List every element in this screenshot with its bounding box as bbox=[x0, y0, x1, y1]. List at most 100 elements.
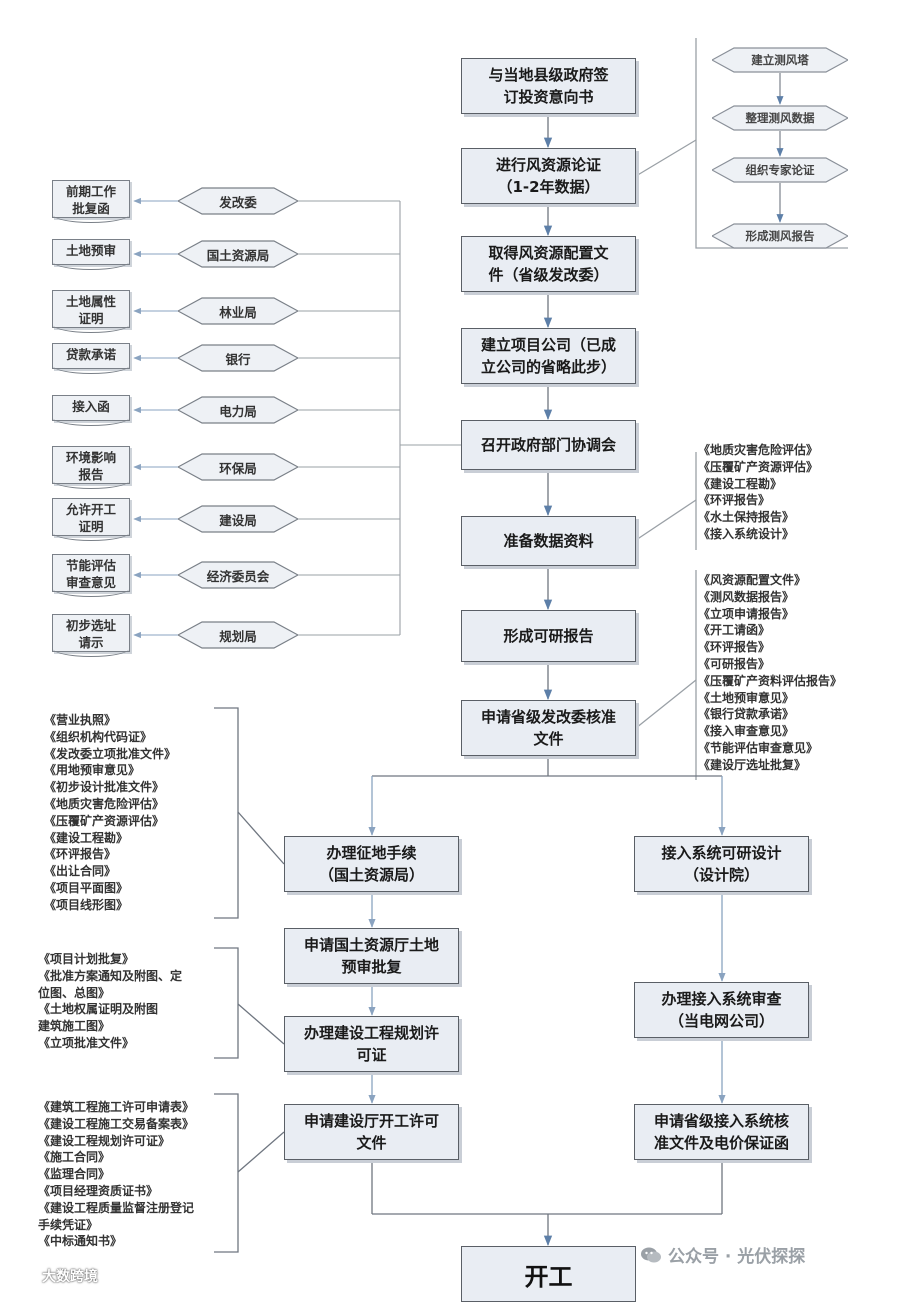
list-item: 《风资源配置文件》 bbox=[698, 573, 807, 587]
department-document: 贷款承诺 bbox=[52, 343, 130, 374]
data-prep-list: 《地质灾害危险评估》《压覆矿产资源评估》《建设工程勘》《环评报告》《水土保持报告… bbox=[698, 442, 818, 543]
department-diamond: 发改委 bbox=[178, 187, 298, 215]
department-label: 规划局 bbox=[219, 628, 257, 644]
land-bracket bbox=[214, 707, 239, 919]
list-item: 《监理合同》 bbox=[38, 1167, 111, 1182]
permit-bracket bbox=[214, 1093, 239, 1253]
step-grid-design: 接入系统可研设计 （设计院） bbox=[634, 836, 809, 892]
list-item: 《建设工程勘》 bbox=[698, 476, 783, 491]
approval-link bbox=[635, 679, 697, 729]
list-item: 《可研报告》 bbox=[698, 656, 771, 671]
watermark-right: 公众号 · 光伏探探 bbox=[640, 1242, 805, 1267]
department-label: 电力局 bbox=[219, 403, 257, 419]
department-document: 土地预审 bbox=[52, 239, 130, 270]
department-diamond: 建设局 bbox=[178, 505, 298, 533]
step-land-acquisition: 办理征地手续 （国土资源局） bbox=[284, 836, 459, 892]
department-label: 林业局 bbox=[219, 304, 257, 320]
list-item: 《地质灾害危险评估》 bbox=[44, 796, 165, 811]
list-item: 《建设工程规划许可证》 bbox=[38, 1133, 171, 1148]
list-item: 《初步设计批准文件》 bbox=[44, 780, 165, 795]
list-item: 位图、总图》 bbox=[38, 985, 111, 1000]
department-diamond: 林业局 bbox=[178, 297, 298, 325]
step-sign-intent: 与当地县级政府签 订投资意向书 bbox=[461, 58, 636, 114]
wind-substep-diamond: 建立测风塔 bbox=[712, 47, 848, 73]
wind-substep-label: 建立测风塔 bbox=[751, 53, 809, 67]
step-wind-resource: 进行风资源论证 （1-2年数据） bbox=[461, 148, 636, 204]
step-feasibility-report: 形成可研报告 bbox=[461, 610, 636, 662]
list-item: 《地质灾害危险评估》 bbox=[698, 443, 819, 457]
step-coordination-meeting: 召开政府部门协调会 bbox=[461, 420, 636, 470]
wind-substep-diamond: 整理测风数据 bbox=[712, 105, 848, 131]
watermark-left: 大数跨境 bbox=[6, 1266, 98, 1286]
department-label: 国土资源局 bbox=[206, 247, 270, 263]
approval-list: 《风资源配置文件》《测风数据报告》《立项申请报告》《开工请函》《环评报告》《可研… bbox=[698, 572, 842, 774]
list-item: 《土地权属证明及附图 bbox=[38, 1002, 159, 1017]
department-diamond: 银行 bbox=[178, 344, 298, 372]
list-item: 《建设工程勘》 bbox=[44, 830, 129, 845]
list-item: 《建设工程施工交易备案表》 bbox=[38, 1116, 195, 1131]
list-item: 《建设厅选址批复》 bbox=[698, 757, 807, 772]
step-land-pre-approval: 申请国土资源厅土地 预审批复 bbox=[284, 928, 459, 984]
planning-bracket bbox=[214, 947, 239, 1059]
wind-substep-label: 形成测风报告 bbox=[745, 229, 815, 243]
list-item: 手续凭证》 bbox=[38, 1217, 99, 1232]
department-document: 初步选址 请示 bbox=[52, 614, 130, 657]
step-planning-permit: 办理建设工程规划许 可证 bbox=[284, 1016, 459, 1072]
list-item: 《环评报告》 bbox=[44, 847, 117, 862]
step-construction-permit: 申请建设厅开工许可 文件 bbox=[284, 1104, 459, 1160]
list-item: 《银行贷款承诺》 bbox=[698, 707, 795, 722]
department-diamond: 电力局 bbox=[178, 396, 298, 424]
step-allocation-file: 取得风资源配置文 件（省级发改委） bbox=[461, 236, 636, 292]
list-item: 《环评报告》 bbox=[698, 640, 771, 655]
logo-icon bbox=[6, 1268, 36, 1284]
department-document: 前期工作 批复函 bbox=[52, 180, 130, 223]
department-label: 经济委员会 bbox=[206, 568, 270, 584]
list-item: 《压覆矿产资料评估报告》 bbox=[698, 673, 843, 688]
planning-docs-list: 《项目计划批复》《批准方案通知及附图、定位图、总图》《土地权属证明及附图建筑施工… bbox=[38, 951, 182, 1052]
department-document: 土地属性 证明 bbox=[52, 290, 130, 333]
list-item: 《建设工程质量监督注册登记 bbox=[38, 1200, 195, 1215]
list-item: 《用地预审意见》 bbox=[44, 763, 141, 778]
list-item: 《营业执照》 bbox=[44, 713, 117, 727]
department-label: 银行 bbox=[225, 351, 251, 367]
planning-link bbox=[237, 1003, 285, 1045]
step-grid-approval: 申请省级接入系统核 准文件及电价保证函 bbox=[634, 1104, 809, 1160]
permit-link bbox=[237, 1131, 285, 1173]
list-item: 《批准方案通知及附图、定 bbox=[38, 968, 183, 983]
department-document: 节能评估 审查意见 bbox=[52, 554, 130, 597]
wind-substep-diamond: 形成测风报告 bbox=[712, 223, 848, 249]
list-item: 《组织机构代码证》 bbox=[44, 729, 153, 744]
list-item: 《项目平面图》 bbox=[44, 880, 129, 895]
wind-substep-label: 整理测风数据 bbox=[745, 111, 815, 125]
list-item: 《测风数据报告》 bbox=[698, 589, 795, 604]
prep-link bbox=[635, 499, 697, 541]
list-item: 《项目经理资质证书》 bbox=[38, 1183, 159, 1198]
list-item: 《项目计划批复》 bbox=[38, 952, 135, 966]
permit-docs-list: 《建筑工程施工许可申请表》《建设工程施工交易备案表》《建设工程规划许可证》《施工… bbox=[38, 1099, 194, 1250]
list-item: 《出让合同》 bbox=[44, 864, 117, 879]
list-item: 《立项批准文件》 bbox=[38, 1035, 135, 1050]
list-item: 《压覆矿产资源评估》 bbox=[44, 813, 165, 828]
department-diamond: 经济委员会 bbox=[178, 561, 298, 589]
wind-substep-diamond: 组织专家论证 bbox=[712, 157, 848, 183]
wechat-icon bbox=[640, 1246, 662, 1264]
department-document: 允许开工 证明 bbox=[52, 498, 130, 541]
list-item: 《环评报告》 bbox=[698, 493, 771, 508]
wind-link bbox=[635, 139, 697, 177]
list-item: 《立项申请报告》 bbox=[698, 606, 795, 621]
wind-substep-label: 组织专家论证 bbox=[745, 163, 815, 177]
department-diamond: 规划局 bbox=[178, 621, 298, 649]
department-label: 环保局 bbox=[219, 460, 257, 476]
land-link bbox=[237, 811, 285, 865]
list-item: 《项目线形图》 bbox=[44, 897, 129, 912]
list-item: 《接入审查意见》 bbox=[698, 724, 795, 739]
step-provincial-approval: 申请省级发改委核准 文件 bbox=[461, 700, 636, 756]
list-item: 《开工请函》 bbox=[698, 623, 771, 638]
department-diamond: 环保局 bbox=[178, 453, 298, 481]
list-item: 《接入系统设计》 bbox=[698, 526, 795, 541]
land-docs-list: 《营业执照》《组织机构代码证》《发改委立项批准文件》《用地预审意见》《初步设计批… bbox=[44, 712, 176, 914]
list-item: 《中标通知书》 bbox=[38, 1234, 123, 1249]
department-document: 接入函 bbox=[52, 395, 130, 426]
